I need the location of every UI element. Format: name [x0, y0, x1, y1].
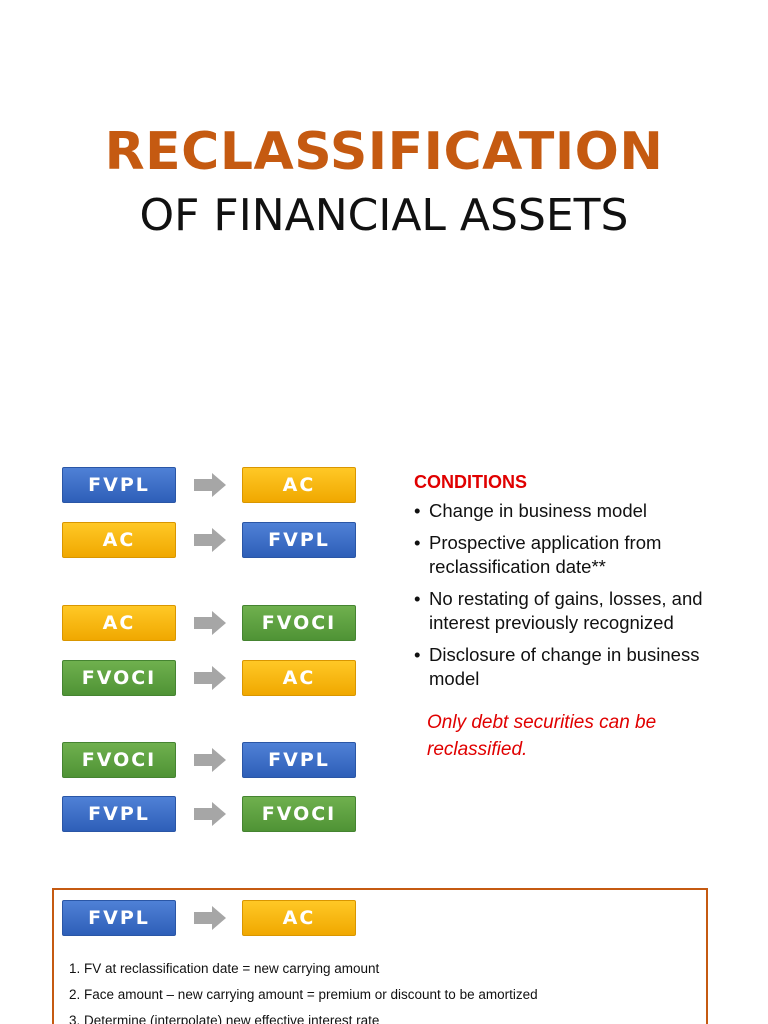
step-item: 1. FV at reclassification date = new car…: [69, 961, 380, 976]
flow-from-box: AC: [62, 522, 176, 558]
flow-from-box: FVOCI: [62, 660, 176, 696]
bullet-icon: •: [414, 644, 421, 665]
debt-securities-note: Only debt securities can be reclassified…: [427, 712, 657, 760]
right-arrow-icon: [194, 748, 226, 772]
flow-from-box: AC: [62, 605, 176, 641]
flow-to-box: AC: [242, 900, 356, 936]
fvpl-to-ac-detail-panel: FVPL AC 1. FV at reclassification date =…: [52, 888, 708, 1024]
flow-to-box: FVOCI: [242, 605, 356, 641]
flow-to-box: FVOCI: [242, 796, 356, 832]
right-arrow-icon: [194, 473, 226, 497]
detail-flow-row: FVPL AC: [62, 900, 356, 936]
flow-from-box: FVOCI: [62, 742, 176, 778]
conditions-list: • Change in business model • Prospective a…: [414, 499, 754, 691]
flow-row: FVOCI AC: [62, 660, 356, 696]
conditions-panel: CONDITIONS • Change in business model • Pr…: [414, 472, 754, 763]
condition-text: Disclosure of change in business model: [429, 644, 700, 689]
flow-to-box: AC: [242, 467, 356, 503]
flow-to-box: AC: [242, 660, 356, 696]
flow-from-box: FVPL: [62, 467, 176, 503]
flow-row: AC FVPL: [62, 522, 356, 558]
condition-text: Change in business model: [429, 500, 648, 521]
condition-item: • No restating of gains, losses, and inte…: [414, 587, 754, 635]
bullet-icon: •: [414, 588, 421, 609]
steps-list: 1. FV at reclassification date = new car…: [69, 960, 699, 1024]
condition-text: Prospective application from reclassific…: [429, 532, 662, 577]
right-arrow-icon: [194, 906, 226, 930]
condition-item: • Prospective application from reclassifi…: [414, 531, 754, 579]
title-main: RECLASSIFICATION: [104, 122, 664, 182]
step-item: 2. Face amount – new carrying amount = p…: [69, 987, 538, 1002]
flow-row: FVPL FVOCI: [62, 796, 356, 832]
right-arrow-icon: [194, 528, 226, 552]
flow-row: AC FVOCI: [62, 605, 356, 641]
flow-from-box: FVPL: [62, 900, 176, 936]
right-arrow-icon: [194, 802, 226, 826]
flow-to-box: FVPL: [242, 522, 356, 558]
right-arrow-icon: [194, 611, 226, 635]
flow-row: FVOCI FVPL: [62, 742, 356, 778]
bullet-icon: •: [414, 500, 421, 521]
flow-to-box: FVPL: [242, 742, 356, 778]
condition-item: • Disclosure of change in business model: [414, 643, 754, 691]
condition-text: No restating of gains, losses, and inter…: [429, 588, 703, 633]
step-item: 3. Determine (interpolate) new effective…: [69, 1013, 380, 1024]
flow-row: FVPL AC: [62, 467, 356, 503]
flow-from-box: FVPL: [62, 796, 176, 832]
conditions-heading: CONDITIONS: [414, 472, 528, 492]
right-arrow-icon: [194, 666, 226, 690]
title-sub: OF FINANCIAL ASSETS: [139, 190, 629, 241]
bullet-icon: •: [414, 532, 421, 553]
condition-item: • Change in business model: [414, 499, 754, 523]
